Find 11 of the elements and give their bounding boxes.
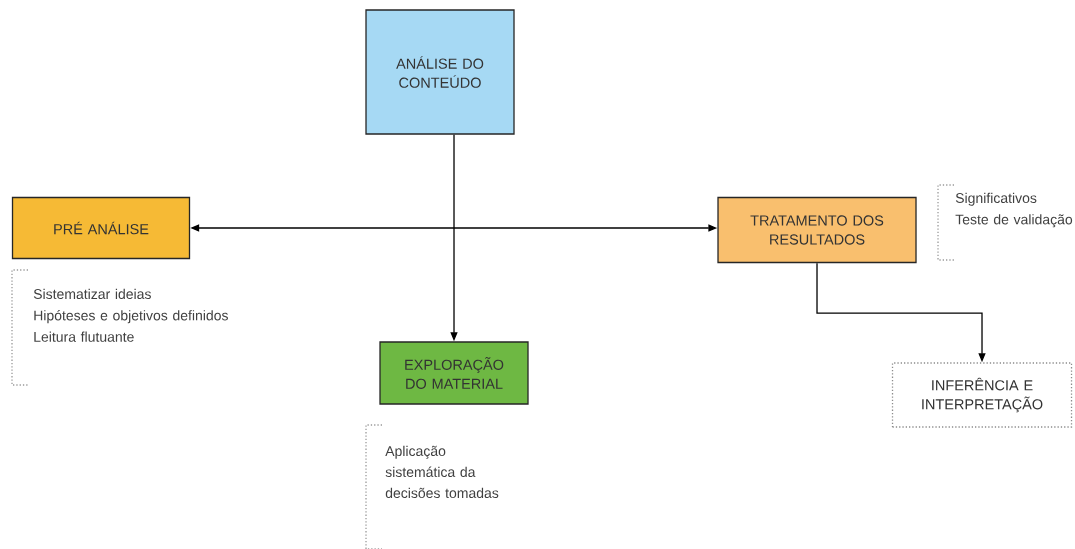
process-box: ANÁLISE DO CONTEÚDO	[365, 9, 515, 135]
note-text: Significativos	[955, 192, 1037, 206]
note-text: Teste de validação	[955, 214, 1073, 228]
process-box: EXPLORAÇÃO DO MATERIAL	[379, 341, 529, 405]
note-text: Leitura flutuante	[34, 331, 134, 342]
note-text: Hipóteses e objetivos definidos	[34, 310, 228, 324]
result-box: INFERÊNCIA E INTERPRETAÇÃO	[891, 362, 1073, 428]
process-box: TRATAMENTO DOS RESULTADOS	[717, 196, 917, 264]
note-text: Sistematizar ideias	[33, 288, 151, 300]
process-box: PRÉ ANÁLISE	[11, 196, 191, 260]
note-text: Aplicação sistemática da decisões tomadas	[385, 445, 499, 499]
